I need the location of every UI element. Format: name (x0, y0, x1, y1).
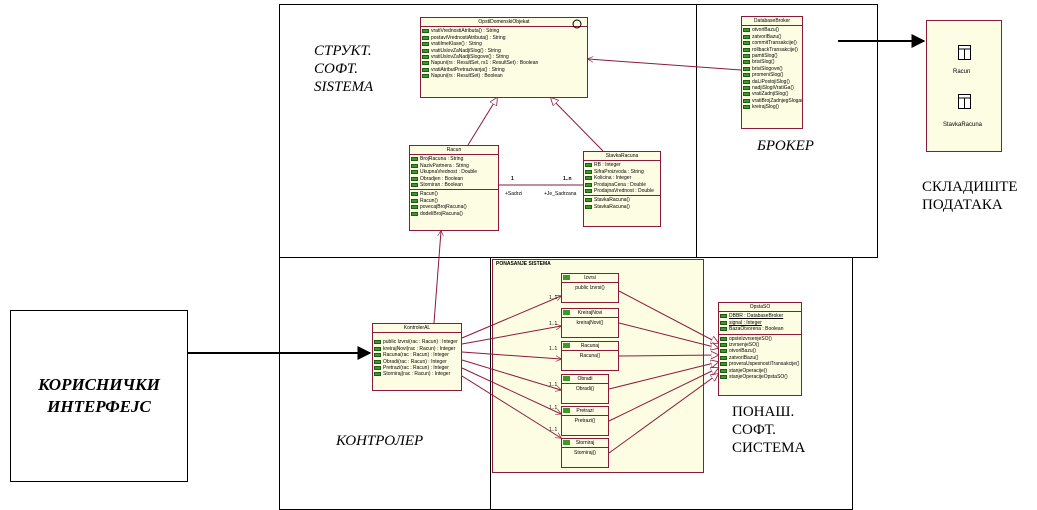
controller-so-line (461, 367, 561, 414)
controller-so-line (461, 296, 561, 339)
broker-label: БРОКЕР (757, 138, 814, 154)
generalization-line (551, 98, 604, 152)
behavior-label: ПОНАШ.СОФТ.СИСТЕМА (732, 404, 806, 456)
dependency-line (433, 231, 441, 324)
mult-label: 1..1 (549, 346, 558, 352)
so-generalization-line (608, 362, 718, 390)
mult-label: 1..1 (549, 427, 558, 433)
so-generalization-line (618, 290, 718, 343)
mult-label: 1..1 (549, 382, 558, 388)
mult-many: 1..n (563, 176, 572, 182)
so-generalization-line (618, 355, 718, 356)
table-label-racun: Racun (953, 69, 971, 75)
so-generalization-line (608, 368, 718, 422)
dependency-line (588, 59, 742, 71)
interface-circle-icon (572, 19, 582, 29)
role-right: +Je_Sadrzana (544, 191, 577, 197)
controller-so-line (461, 359, 561, 390)
table-icon (958, 45, 971, 60)
table-icon (958, 94, 971, 109)
so-generalization-line (618, 322, 718, 348)
controller-so-line (461, 326, 561, 345)
class-opsta-so: OpstaSO DBBR : DatabaseBroker signal : I… (718, 302, 802, 396)
mult-label: 1..1 (549, 321, 558, 327)
class-opsti-domenski-objekat: OpstiDomenskiObjekat vratiVrednostiAtrib… (420, 17, 588, 98)
generalization-line (467, 98, 497, 146)
class-kontroler-al: KontrolerAL public Izvrsi(rac : Racun) :… (372, 323, 462, 391)
mult-label: 1..1 (549, 295, 558, 301)
controller-so-line (461, 351, 561, 359)
class-database-broker: DatabaseBroker otvoriBazu()zatvoriBazu()… (741, 16, 803, 129)
controller-label: КОНТРОЛЕР (336, 433, 424, 449)
mult-label: 1..1 (549, 405, 558, 411)
table-label-stavka: StavkaRacuna (943, 122, 983, 128)
struct-label: СТРУКТ.СОФТ.SISTEMA (314, 43, 374, 95)
data-storage-note (926, 20, 1002, 152)
so-generalization-line (608, 374, 718, 454)
controller-so-line (461, 375, 561, 438)
mult-one: 1 (511, 176, 514, 182)
role-left: +Sadrzi (505, 191, 523, 197)
